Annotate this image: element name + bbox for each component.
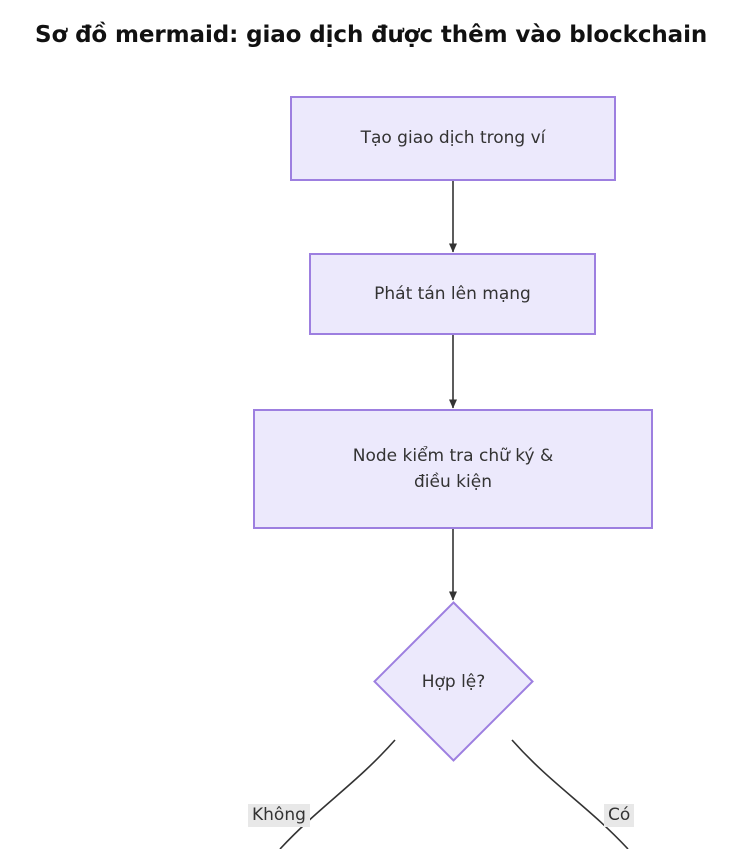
node-verify-signature-label: Node kiểm tra chữ ký & điều kiện — [352, 445, 554, 492]
edge-valid-yes — [511, 739, 629, 849]
node-verify-signature[interactable]: Node kiểm tra chữ ký & điều kiện — [253, 409, 653, 529]
edge-label-yes: Có — [604, 804, 635, 828]
edge-label-no: Không — [248, 804, 310, 828]
node-broadcast-label: Phát tán lên mạng — [374, 283, 531, 304]
diamond-shape-icon — [373, 601, 534, 762]
node-create-transaction-label: Tạo giao dịch trong ví — [360, 128, 546, 149]
node-decision-valid-label: Hợp lệ? — [421, 671, 486, 692]
edge-valid-no — [279, 739, 396, 849]
node-broadcast[interactable]: Phát tán lên mạng — [309, 253, 596, 335]
node-decision-valid[interactable]: Hợp lệ? — [373, 601, 534, 762]
node-create-transaction[interactable]: Tạo giao dịch trong ví — [290, 96, 616, 181]
page-title: Sơ đồ mermaid: giao dịch được thêm vào b… — [35, 22, 708, 48]
